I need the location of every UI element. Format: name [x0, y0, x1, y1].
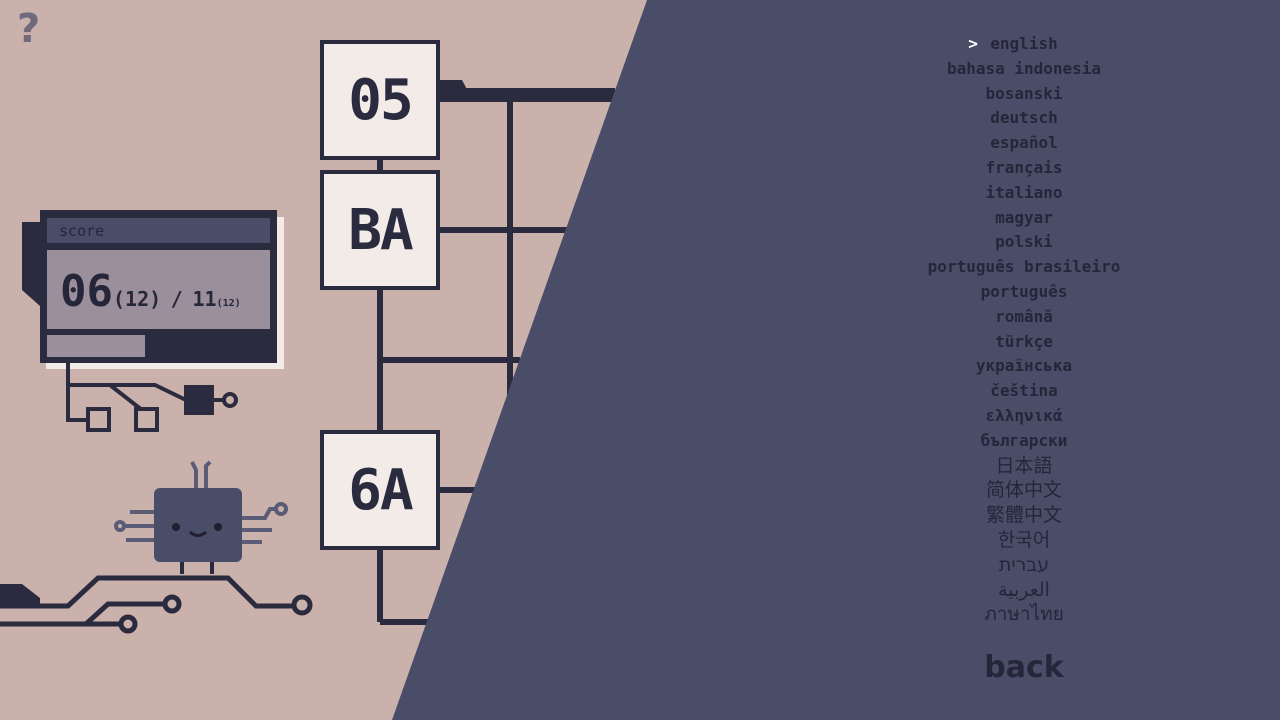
- language-label: ελληνικά: [985, 405, 1063, 425]
- score-current-max: (12): [112, 287, 162, 311]
- score-separator: /: [170, 287, 183, 311]
- language-label: العربية: [998, 578, 1050, 601]
- score-total: 11: [192, 287, 217, 311]
- language-label: ภาษาไทย: [984, 603, 1064, 626]
- language-option[interactable]: magyar: [880, 206, 1168, 231]
- language-option[interactable]: deutsch: [880, 106, 1168, 131]
- score-total-max: (12): [216, 298, 241, 309]
- score-panel: [22, 210, 284, 369]
- language-label: 简体中文: [985, 479, 1062, 502]
- language-label: עברית: [998, 553, 1050, 576]
- language-option[interactable]: ελληνικά: [880, 404, 1168, 429]
- language-label: українська: [975, 356, 1073, 376]
- language-label: italiano: [985, 182, 1063, 202]
- language-label: polski: [995, 232, 1053, 252]
- language-label: 한국어: [997, 528, 1051, 551]
- language-option[interactable]: 日本語: [880, 454, 1168, 479]
- language-option[interactable]: čeština: [880, 379, 1168, 404]
- language-label: magyar: [995, 207, 1053, 227]
- language-option[interactable]: 繁體中文: [880, 503, 1168, 528]
- hex-chip-bottom: 6A: [320, 430, 440, 550]
- language-label: español: [990, 133, 1058, 153]
- language-option[interactable]: polski: [880, 230, 1168, 255]
- hex-chip-label: BA: [348, 197, 413, 263]
- ground-wires: [0, 575, 313, 634]
- language-label: čeština: [990, 381, 1058, 401]
- language-option[interactable]: español: [880, 131, 1168, 156]
- menu-panel-bg: [392, 0, 1280, 720]
- language-option[interactable]: português brasileiro: [880, 255, 1168, 280]
- hex-chip-label: 6A: [348, 457, 413, 523]
- language-option[interactable]: עברית: [880, 553, 1168, 578]
- score-current: 06: [60, 266, 113, 317]
- language-option[interactable]: română: [880, 305, 1168, 330]
- language-menu: > english bahasa indonesia bosanski deutsch e…: [880, 32, 1168, 627]
- score-value: 06(12) / 11(12): [60, 266, 241, 317]
- language-label: türkçe: [995, 331, 1053, 351]
- language-label: português brasileiro: [927, 257, 1121, 277]
- language-option[interactable]: português: [880, 280, 1168, 305]
- language-label: bahasa indonesia: [946, 58, 1102, 78]
- language-option[interactable]: ภาษาไทย: [880, 602, 1168, 627]
- language-option[interactable]: türkçe: [880, 330, 1168, 355]
- language-option[interactable]: > english: [880, 32, 1168, 57]
- language-label: english: [990, 34, 1058, 53]
- panel-connector: [66, 363, 238, 432]
- language-option[interactable]: bosanski: [880, 82, 1168, 107]
- chip-character: [114, 460, 288, 574]
- language-option[interactable]: українська: [880, 354, 1168, 379]
- score-label: score: [59, 222, 105, 240]
- hex-chip-middle: BA: [320, 170, 440, 290]
- language-label: 日本語: [995, 454, 1053, 477]
- language-label: română: [995, 306, 1053, 326]
- language-label: deutsch: [990, 108, 1058, 128]
- language-option[interactable]: العربية: [880, 578, 1168, 603]
- language-label: български: [980, 430, 1068, 450]
- language-label: 繁體中文: [985, 504, 1062, 527]
- back-button[interactable]: back: [984, 650, 1064, 685]
- language-option[interactable]: 简体中文: [880, 478, 1168, 503]
- language-option[interactable]: български: [880, 429, 1168, 454]
- language-label: português: [980, 281, 1068, 301]
- hex-chip-label: 05: [348, 67, 413, 133]
- selection-cursor: >: [968, 34, 978, 53]
- language-option[interactable]: français: [880, 156, 1168, 181]
- hex-chip-top: 05: [320, 40, 440, 160]
- language-label: français: [985, 157, 1063, 177]
- language-option[interactable]: bahasa indonesia: [880, 57, 1168, 82]
- help-button[interactable]: ?: [17, 6, 41, 52]
- language-option[interactable]: italiano: [880, 181, 1168, 206]
- score-progress-bar: [47, 335, 145, 357]
- language-label: bosanski: [985, 83, 1063, 103]
- language-option[interactable]: 한국어: [880, 528, 1168, 553]
